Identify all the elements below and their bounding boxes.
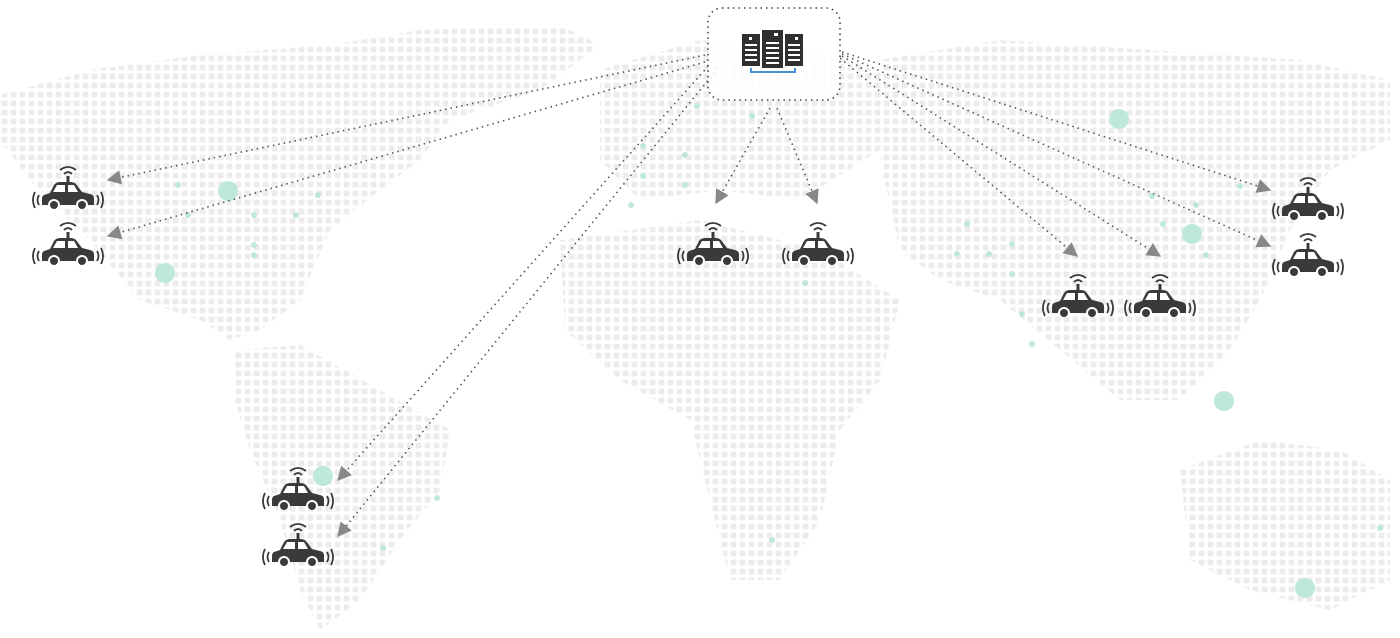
arrow-to-car-4 xyxy=(337,67,719,538)
map-oceania xyxy=(1180,440,1390,610)
arrow-to-car-7 xyxy=(839,57,1079,257)
map-north-america xyxy=(0,25,600,340)
map-africa xyxy=(560,220,900,580)
server-rack-icon xyxy=(742,30,803,73)
arrow-to-car-2 xyxy=(106,61,706,240)
highlight-dots xyxy=(155,103,1383,598)
arrow-to-car-6 xyxy=(776,107,819,205)
map-south-america xyxy=(235,345,450,630)
arrow-to-car-8 xyxy=(841,55,1162,257)
map-asia xyxy=(880,40,1390,400)
connection-arrows xyxy=(106,51,1272,538)
server-hub[interactable] xyxy=(707,7,841,101)
arrow-to-car-10 xyxy=(841,53,1272,248)
world-map xyxy=(0,25,1390,630)
arrow-to-car-9 xyxy=(841,51,1272,193)
